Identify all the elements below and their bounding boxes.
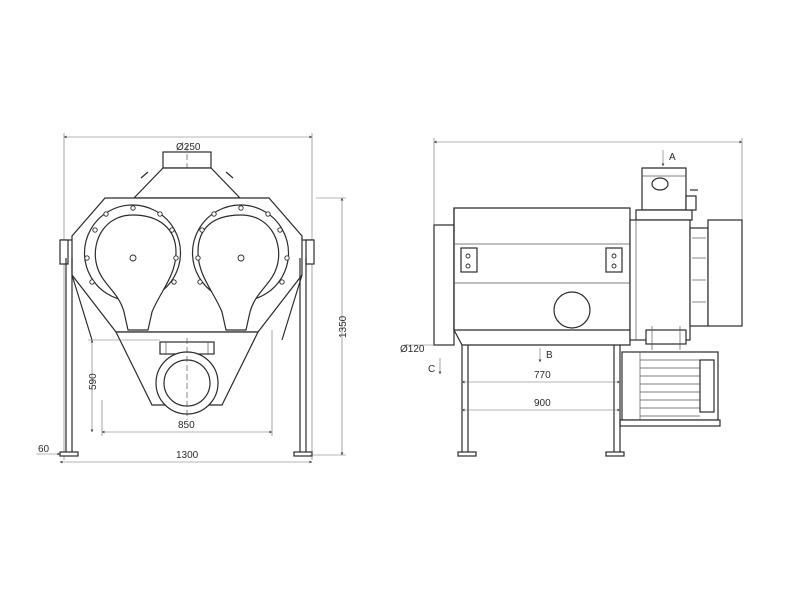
cyclone-left: [83, 204, 182, 331]
front-view: Ø250: [36, 133, 349, 464]
dim-inlet-diameter: Ø250: [176, 142, 201, 153]
dim-foot: 60: [38, 444, 50, 455]
dim-outlet-height: 590: [88, 373, 99, 390]
label-a: A: [669, 152, 676, 163]
dim-height: 1350: [338, 315, 349, 338]
label-b: B: [546, 350, 553, 361]
dim-overall-width: 1300: [176, 450, 199, 461]
side-view: A B Ø12: [400, 138, 743, 457]
dim-900: 900: [534, 398, 551, 409]
dim-pipe-diameter: Ø120: [400, 344, 425, 355]
cyclone-right: [191, 204, 290, 331]
dim-inner-width: 850: [178, 420, 195, 431]
dim-770: 770: [534, 370, 551, 381]
label-c: C: [428, 364, 435, 375]
